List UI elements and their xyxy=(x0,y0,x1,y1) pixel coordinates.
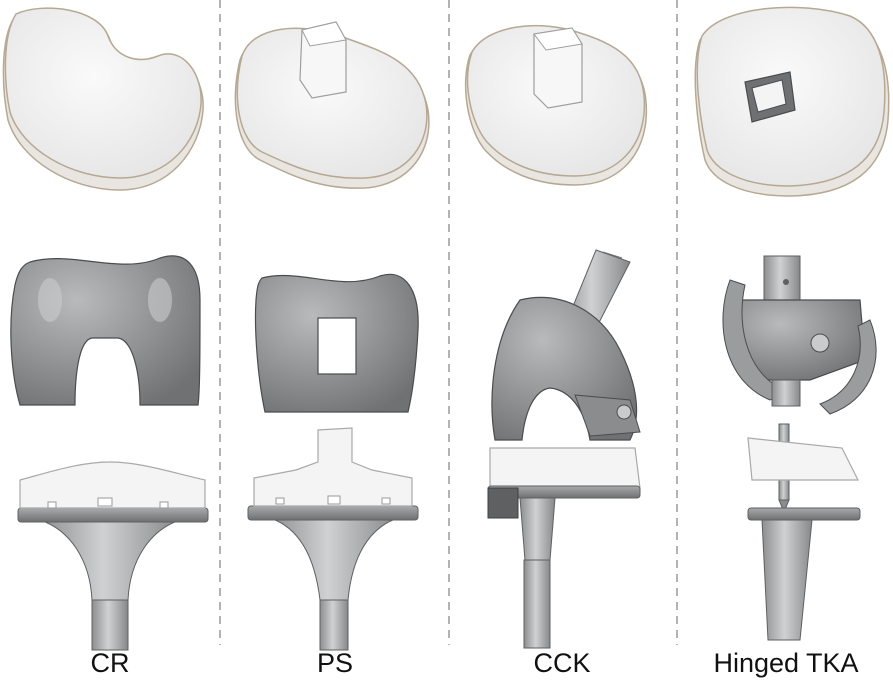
ps-femoral-component xyxy=(254,273,419,413)
column-dividers xyxy=(219,0,678,645)
hinged-assembly xyxy=(722,255,877,641)
hinged-insert-top xyxy=(694,6,890,197)
column-label-cck: CCK xyxy=(533,648,591,678)
cr-tibial-component xyxy=(17,461,209,651)
ps-insert-top xyxy=(234,21,430,189)
cr-insert-top xyxy=(2,7,204,191)
cr-femoral-component xyxy=(10,255,201,406)
ps-tibial-component xyxy=(247,427,419,651)
column-label-cr: CR xyxy=(90,648,130,678)
cck-insert-top xyxy=(464,24,648,186)
column-label-hinged-tka: Hinged TKA xyxy=(713,648,859,678)
column-label-ps: PS xyxy=(316,648,354,678)
cck-assembly xyxy=(487,249,641,649)
